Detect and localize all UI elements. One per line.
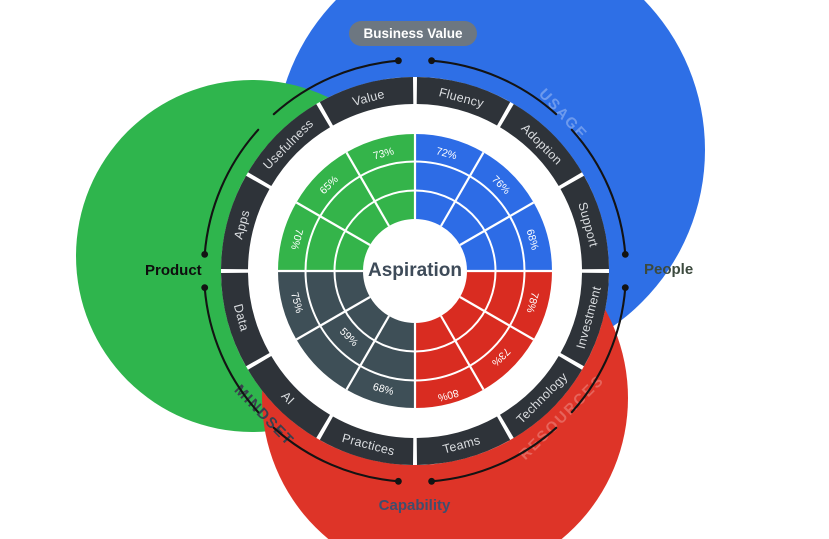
sector-divider [345,151,390,227]
sector-usefulness[interactable] [296,152,389,245]
brace-arc [272,59,400,116]
ring-segment-practices[interactable] [319,416,414,466]
sector-divider [345,315,390,391]
brace-arc [203,286,260,414]
ring-segment-usefulness[interactable] [248,104,330,186]
ring-segment-data[interactable] [221,272,270,367]
value-label-investment: 78% [524,291,541,314]
value-label-fluency: 72% [435,145,458,162]
value-label-teams: 80% [437,386,460,403]
brace-dot [395,477,402,485]
capability-label: Capability [378,497,451,514]
ring-segment-value[interactable] [319,77,414,126]
ring-segment-technology[interactable] [500,356,582,438]
brace-arc [570,128,627,256]
sector-divider [440,315,485,391]
brace-dot [621,251,629,258]
center-aspiration-label: Aspiration [368,260,462,281]
sector-value[interactable] [346,134,416,226]
value-label-data: 75% [288,291,305,314]
brace-dot [201,284,209,291]
ring-segment-fluency[interactable] [416,77,511,126]
value-label-apps: 70% [288,228,305,251]
brace-arc [272,426,400,483]
product-label: Product [145,262,202,279]
ring-label-data: Data [231,302,252,332]
sector-divider [459,296,535,341]
ring-segment-support[interactable] [560,175,610,270]
sector-divider [459,201,535,246]
brace-dot [395,57,402,65]
sector-data[interactable] [278,271,370,340]
brace-arc [203,128,260,256]
ring-segment-investment[interactable] [560,272,610,367]
brace-arc [570,286,627,414]
brace-dot [201,251,209,258]
ring-segment-apps[interactable] [221,175,270,270]
sector-ai[interactable] [296,297,389,390]
sector-investment[interactable] [460,271,552,340]
brace-dot [621,284,629,291]
sector-divider [295,201,371,246]
value-label-value: 73% [372,145,395,162]
sector-fluency[interactable] [415,134,484,226]
value-label-practices: 68% [372,381,395,398]
ring-segment-adoption[interactable] [500,104,582,186]
people-label: People [644,261,694,278]
sector-practices[interactable] [346,316,416,408]
brace-arc [430,426,558,483]
sector-divider [440,151,485,227]
brace-dot [428,477,435,485]
sector-technology[interactable] [441,297,534,390]
wheel-base [221,77,609,465]
ring-segment-ai[interactable] [248,356,330,438]
business-value-badge[interactable]: Business Value [349,21,477,46]
sector-apps[interactable] [278,202,370,272]
ring-segment-teams[interactable] [416,416,511,466]
brace-dot [428,57,435,65]
sector-adoption[interactable] [441,152,534,245]
sector-divider [295,296,371,341]
sector-teams[interactable] [415,316,484,408]
sector-support[interactable] [460,202,552,272]
brace-arc [430,59,558,116]
value-label-support: 68% [524,228,541,251]
